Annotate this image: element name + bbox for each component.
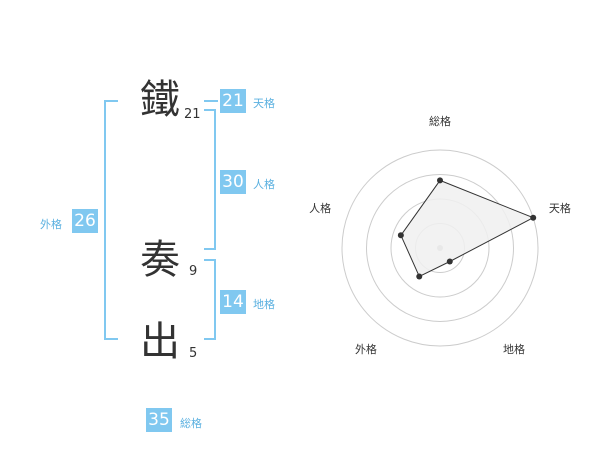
radar-ring-4 <box>341 149 539 347</box>
radar-axis-label-4: 人格 <box>309 201 331 215</box>
jinkaku-bracket <box>204 109 216 250</box>
name-char-1: 鐵 <box>140 77 180 123</box>
jinkaku-badge: 30 <box>220 170 246 194</box>
radar-point-0 <box>437 177 443 184</box>
radar-axis-label-1: 天格 <box>549 201 571 215</box>
radar-points <box>397 177 537 280</box>
chikaku-label: 地格 <box>253 298 275 311</box>
gaikaku-bracket <box>104 100 118 340</box>
radar-ring-3 <box>366 174 514 322</box>
jinkaku-label: 人格 <box>253 178 275 191</box>
name-char-3: 出 <box>140 319 180 365</box>
radar-point-2 <box>446 258 453 265</box>
radar-point-1 <box>530 214 537 221</box>
chikaku-bracket <box>204 259 216 340</box>
tenkaku-bracket <box>204 100 218 102</box>
name-char-2: 奏 <box>140 237 180 283</box>
soukaku-badge: 35 <box>146 408 172 432</box>
stroke-count-3: 5 <box>189 346 198 361</box>
radar-axis-label-3: 外格 <box>355 342 377 356</box>
stroke-count-2: 9 <box>189 264 198 279</box>
radar-point-4 <box>397 232 404 239</box>
gaikaku-label: 外格 <box>40 218 62 231</box>
radar-axis-label-2: 地格 <box>503 342 525 356</box>
soukaku-label: 総格 <box>180 417 202 430</box>
radar-point-3 <box>416 273 423 280</box>
tenkaku-badge: 21 <box>220 89 246 113</box>
gaikaku-badge: 26 <box>72 209 98 233</box>
stroke-count-1: 21 <box>184 107 201 122</box>
tenkaku-label: 天格 <box>253 97 275 110</box>
radar-area <box>400 179 535 278</box>
radar-axis-label-0: 総格 <box>429 114 451 128</box>
chikaku-badge: 14 <box>220 290 246 314</box>
